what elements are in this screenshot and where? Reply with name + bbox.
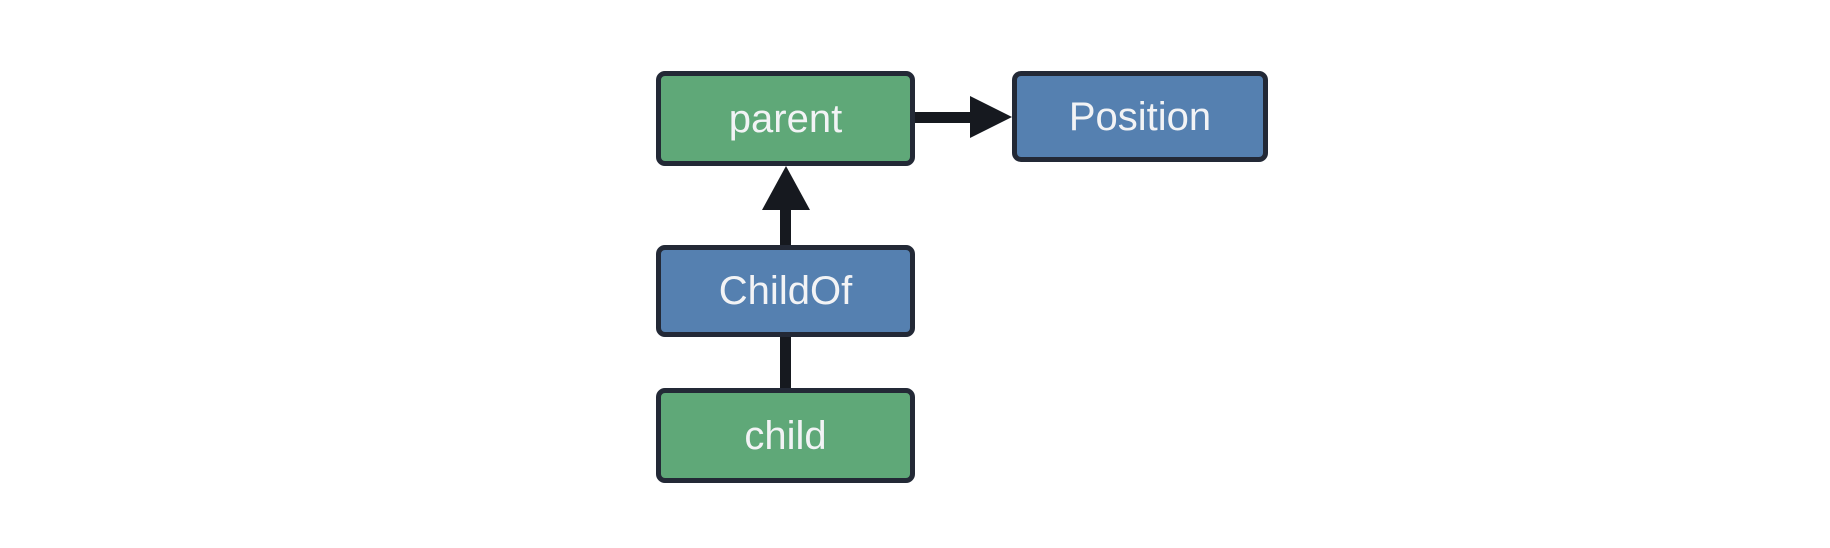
node-childof-label: ChildOf	[718, 269, 853, 313]
edge-childof-parent-line	[780, 205, 791, 246]
node-position-label: Position	[1068, 94, 1212, 139]
node-parent: parent	[656, 71, 915, 166]
edge-parent-position-line	[915, 112, 973, 123]
node-parent-label: parent	[728, 96, 843, 141]
edge-child-childof-line	[780, 336, 791, 389]
node-child-label: child	[744, 413, 827, 458]
arrow-right-icon	[970, 96, 1012, 138]
node-child: child	[656, 388, 915, 483]
node-position: Position	[1012, 71, 1268, 162]
node-childof: ChildOf	[656, 245, 915, 337]
arrow-up-icon	[762, 166, 810, 210]
